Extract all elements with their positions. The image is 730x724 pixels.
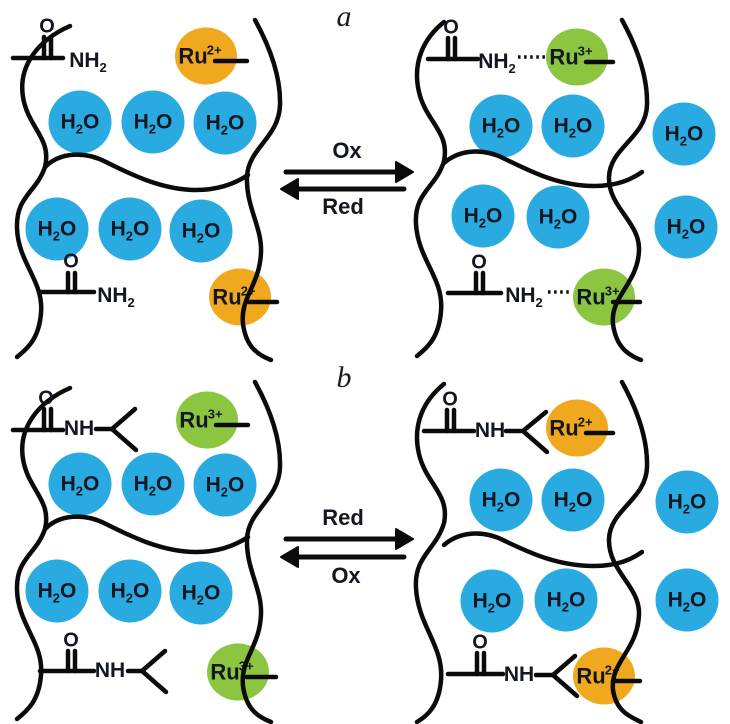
amide-nh2-label: NH2 — [478, 50, 516, 76]
amide-nh-label: NH — [503, 663, 535, 686]
water-circle: H2O — [169, 561, 233, 625]
polymer-network-a-right — [413, 17, 650, 363]
water-circle: H2O — [451, 184, 515, 248]
panel-a-label: a — [336, 0, 352, 33]
ru3-ion-circle: Ru3+ — [546, 28, 608, 86]
carbonyl-o-label: O — [39, 15, 55, 38]
carbonyl-o-label: O — [472, 631, 488, 654]
carbonyl-o-label: O — [471, 251, 487, 274]
amide-nh-label: NH — [474, 419, 506, 442]
isopropyl-branch — [520, 428, 550, 455]
ru2-ion-circle: Ru2+ — [546, 399, 608, 457]
water-circle: H2O — [98, 559, 162, 623]
carbonyl-o-label: O — [38, 387, 54, 410]
reduction-label-a: Red — [322, 194, 364, 219]
isopropyl-branch — [550, 672, 580, 699]
water-circle: H2O — [98, 197, 162, 261]
water-circle: H2O — [469, 468, 533, 532]
water-circle: H2O — [534, 568, 598, 632]
carbonyl-o-label: O — [442, 388, 458, 411]
water-circle: H2O — [121, 452, 185, 516]
water-circle-expelled: H2O — [654, 195, 718, 259]
water-circle: H2O — [526, 185, 590, 249]
water-circle: H2O — [541, 94, 605, 158]
isopropyl-branch — [109, 406, 138, 432]
water-circle-expelled: H2O — [655, 568, 719, 632]
equilibrium-arrows-b — [280, 528, 414, 568]
water-circle: H2O — [469, 94, 533, 158]
ru2-ion-circle: Ru2+ — [175, 27, 237, 85]
isopropyl-branch — [139, 668, 169, 695]
isopropyl-branch — [139, 648, 168, 674]
equilibrium-arrows-a — [280, 161, 414, 200]
ru2-ion-circle: Ru2+ — [209, 268, 271, 326]
water-circle: H2O — [25, 559, 89, 623]
water-circle: H2O — [169, 199, 233, 263]
isopropyl-branch — [109, 426, 139, 453]
water-circle: H2O — [193, 453, 257, 517]
polymer-network-b-right — [413, 379, 650, 724]
polymer-network-b-left — [10, 379, 283, 724]
water-circle: H2O — [25, 197, 89, 261]
oxidation-label-b: Ox — [331, 563, 361, 588]
water-circle-expelled: H2O — [652, 102, 716, 166]
ru3-ion-circle: Ru3+ — [573, 268, 635, 326]
isopropyl-branch — [550, 653, 578, 678]
water-circle: H2O — [48, 452, 112, 516]
water-circle: H2O — [48, 90, 112, 154]
ru3-ion-circle: Ru3+ — [176, 391, 238, 449]
amide-nh2-label: NH2 — [505, 284, 543, 310]
amide-nh-label: NH — [63, 417, 95, 440]
carbonyl-o-label: O — [443, 16, 459, 39]
oxidation-label-a: Ox — [332, 138, 362, 163]
amide-nh2-label: NH2 — [69, 49, 107, 75]
water-circle: H2O — [193, 91, 257, 155]
water-circle: H2O — [541, 468, 605, 532]
water-circle: H2O — [121, 90, 185, 154]
water-circle: H2O — [460, 569, 524, 633]
carbonyl-o-label: O — [63, 250, 79, 273]
water-circle-expelled: H2O — [655, 470, 719, 534]
reduction-label-b: Red — [322, 505, 364, 530]
isopropyl-branch — [520, 409, 549, 434]
amide-nh2-label: NH2 — [97, 284, 135, 310]
carbonyl-o-label: O — [63, 629, 79, 652]
polymer-network-a-left — [10, 17, 283, 363]
panel-b-label: b — [336, 361, 352, 394]
amide-nh-label: NH — [94, 659, 126, 682]
